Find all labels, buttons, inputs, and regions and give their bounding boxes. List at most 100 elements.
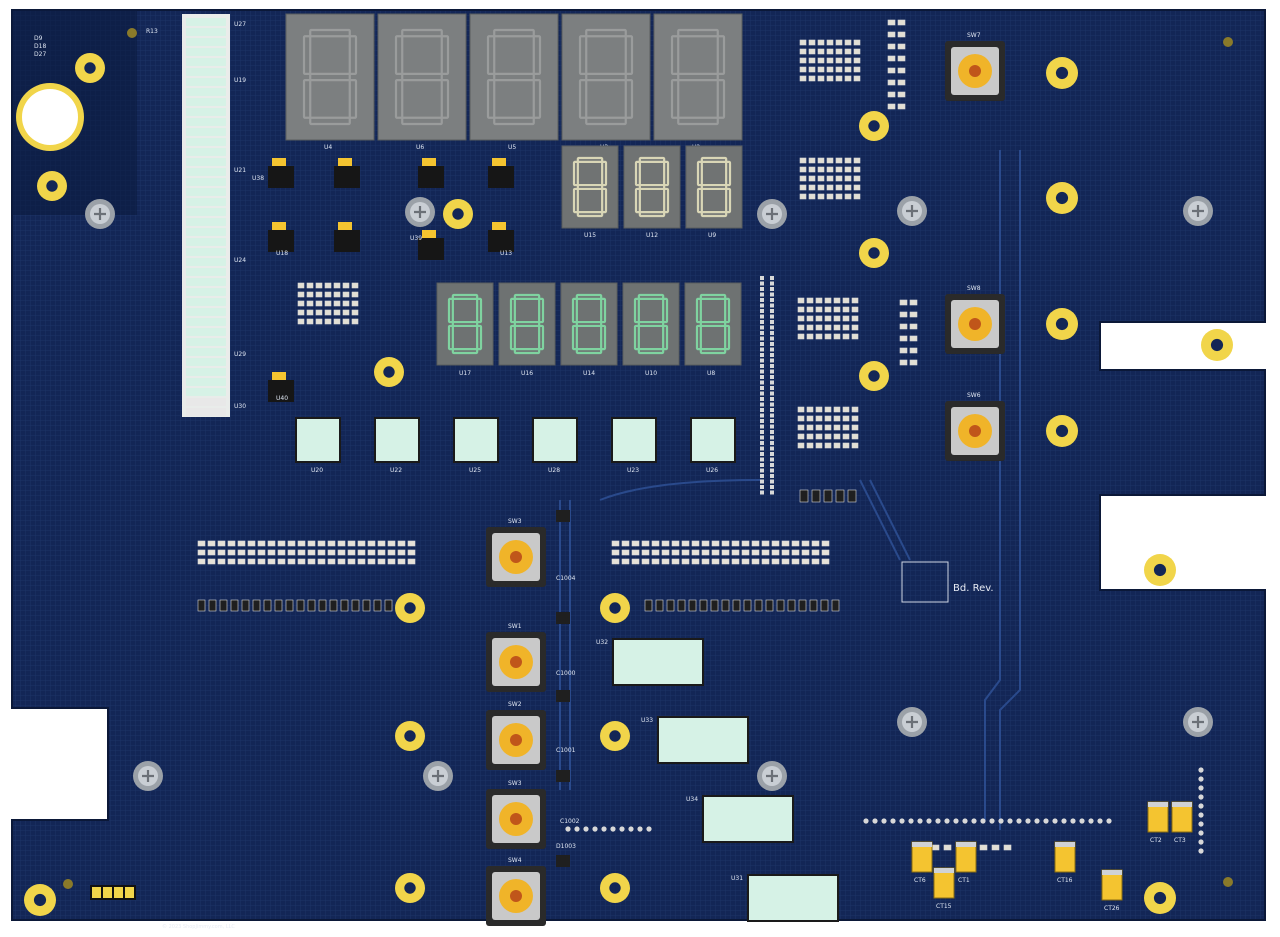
header-pin	[770, 320, 774, 324]
smd-part	[681, 558, 690, 565]
square-led: U20	[295, 417, 341, 474]
display-segment	[575, 320, 603, 328]
smd-part	[826, 57, 834, 64]
switch-cap-center	[510, 813, 522, 825]
header-pin	[770, 386, 774, 390]
smd-part	[296, 599, 305, 612]
smd-part	[797, 324, 805, 331]
header-pin	[760, 490, 764, 495]
rect-led: U32	[596, 638, 704, 686]
header-pin	[760, 402, 764, 407]
capacitor-ref-label: CT3	[1174, 837, 1186, 844]
display-row-top: U4U6U5U3U2	[285, 13, 743, 151]
smd-part	[387, 558, 396, 565]
smd-part	[851, 333, 859, 340]
switch-cap-center	[510, 656, 522, 668]
smd-part	[661, 549, 670, 556]
header-pin	[770, 342, 774, 346]
bargraph-segment	[186, 278, 226, 286]
test-point	[890, 818, 896, 824]
bargraph-segment	[186, 348, 226, 356]
seven-segment-display: U10	[622, 282, 680, 377]
smd-part	[811, 540, 820, 547]
display-segment	[696, 187, 703, 214]
smd-part	[257, 558, 266, 565]
smd-part	[808, 48, 816, 55]
smd-part	[853, 166, 861, 173]
smd-part	[844, 66, 852, 73]
smd-part	[820, 599, 829, 612]
ic-chip	[488, 230, 514, 252]
smd-part	[337, 540, 346, 547]
led-ref-label: U32	[596, 639, 608, 646]
smd-part	[899, 299, 908, 306]
tantalum-capacitor: CT3	[1171, 801, 1193, 844]
display-segment	[538, 297, 545, 324]
test-point	[1106, 818, 1112, 824]
header-pin	[760, 424, 764, 429]
display-segment	[447, 324, 454, 351]
smd-part	[806, 333, 814, 340]
capacitor-ref-label: CT6	[914, 877, 926, 884]
smd-part	[826, 184, 834, 191]
smd-part	[799, 48, 807, 55]
smd-part	[771, 540, 780, 547]
bargraph-ref-label: U21	[234, 167, 246, 174]
smd-part	[751, 540, 760, 547]
header-pin	[770, 419, 774, 423]
smd-part	[842, 306, 850, 313]
rect-led: U33	[641, 716, 749, 764]
smd-part	[307, 558, 316, 565]
display-segment	[576, 211, 604, 218]
smd-part	[791, 549, 800, 556]
smd-part	[351, 300, 359, 307]
smd-part	[853, 57, 861, 64]
smd-part	[833, 433, 841, 440]
display-segment	[394, 35, 404, 75]
smd-part	[297, 318, 305, 325]
bargraph-segment	[186, 128, 226, 136]
display-segment	[699, 348, 727, 355]
smd-part	[691, 558, 700, 565]
tactile-switch: SW3	[486, 518, 546, 587]
smd-part	[217, 558, 226, 565]
smd-part	[342, 282, 350, 289]
test-point	[1070, 818, 1076, 824]
smd-part	[671, 540, 680, 547]
smd-part	[681, 540, 690, 547]
smd-part	[801, 558, 810, 565]
smd-part	[621, 540, 630, 547]
smd-part	[387, 549, 396, 556]
smd-capacitor	[338, 158, 352, 166]
smd-part	[197, 599, 206, 612]
via-pad	[859, 111, 889, 141]
display-segment	[493, 28, 535, 38]
screw-head	[897, 196, 927, 226]
smd-part	[897, 67, 906, 74]
display-segment	[695, 324, 702, 351]
display-segment	[493, 116, 535, 126]
header-pin	[770, 292, 774, 297]
smd-part	[887, 19, 896, 26]
smd-part	[799, 75, 807, 82]
smd-part	[833, 424, 841, 431]
smd-part	[611, 540, 620, 547]
smd-part	[797, 415, 805, 422]
smd-part	[754, 599, 763, 612]
ic-chip	[268, 166, 294, 188]
smd-part	[227, 558, 236, 565]
header-pin	[760, 336, 764, 341]
smd-part	[899, 311, 908, 318]
ic-chip	[268, 230, 294, 252]
smd-part	[815, 415, 823, 422]
led-lens	[614, 640, 702, 684]
tantalum-capacitor: CT16	[1054, 841, 1076, 884]
smd-part	[277, 558, 286, 565]
smd-part	[815, 297, 823, 304]
test-point	[1198, 785, 1204, 791]
header-pin	[770, 446, 774, 451]
smd-part	[340, 599, 349, 612]
screw-slot	[906, 205, 918, 217]
display-segment	[724, 297, 731, 324]
